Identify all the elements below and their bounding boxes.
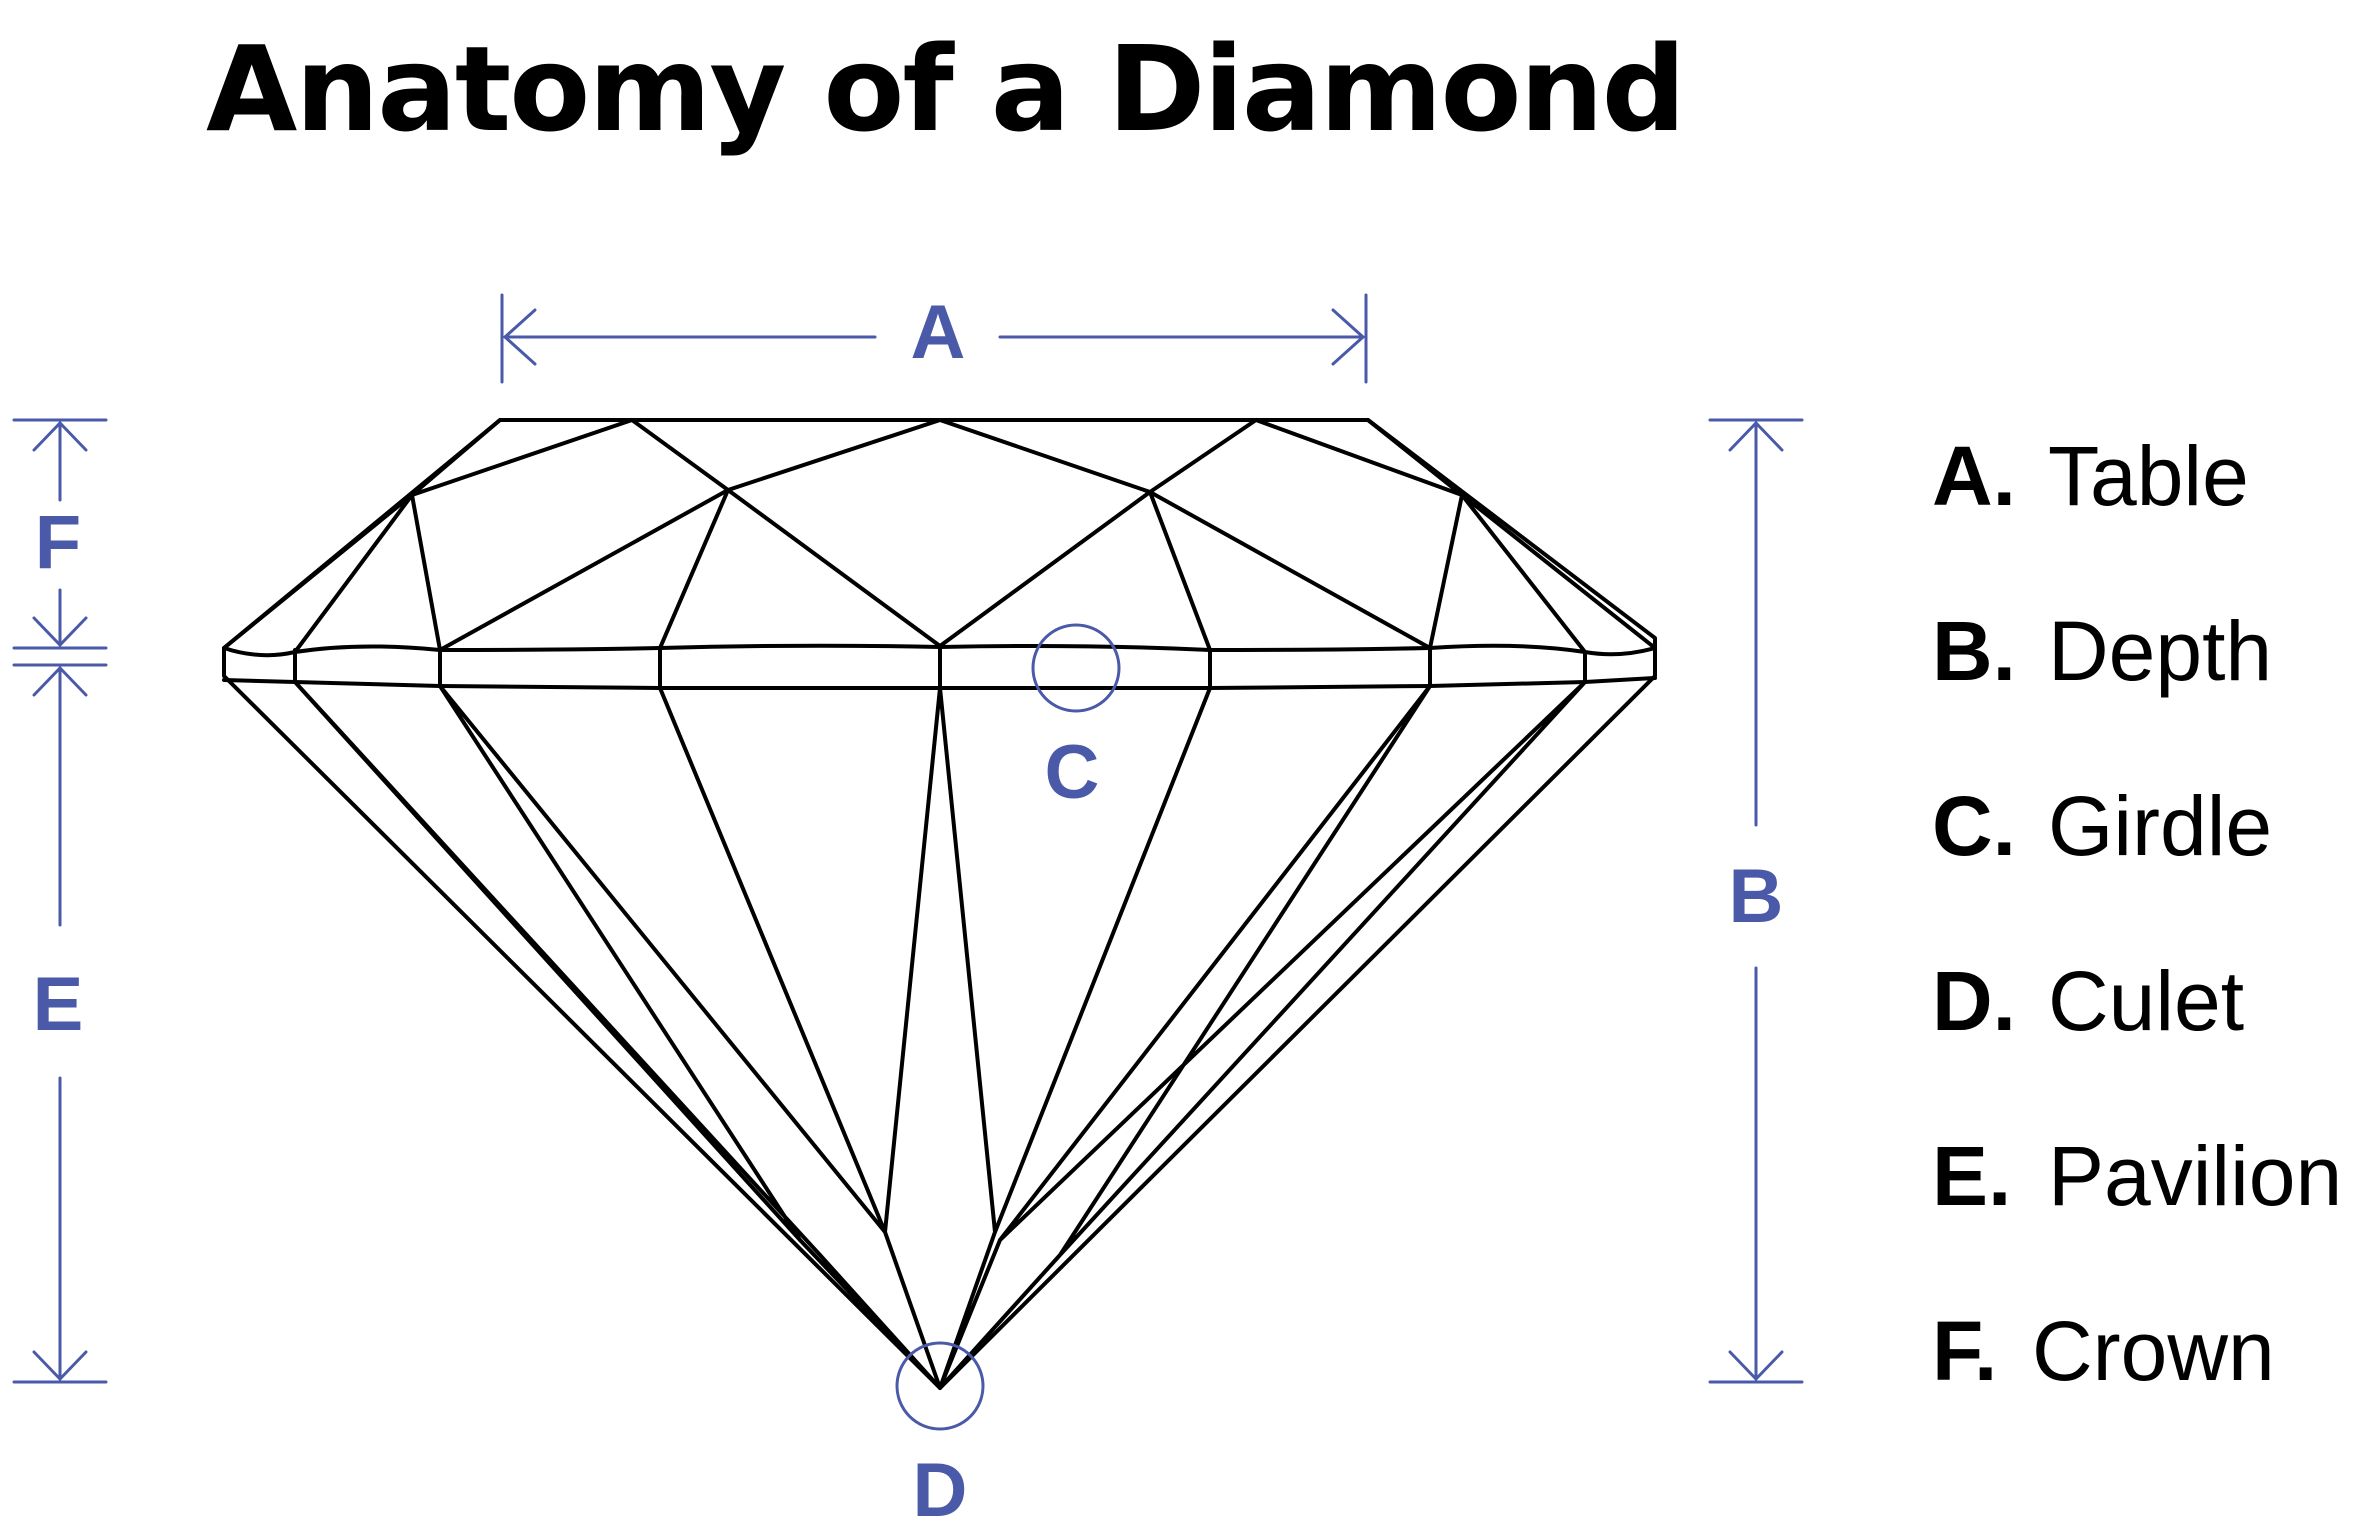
marker-c-girdle: C — [1031, 623, 1121, 815]
arrow-down-icon — [1728, 1350, 1784, 1381]
legend-item: C. Girdle — [1932, 779, 2272, 873]
crown-facets — [222, 418, 1657, 654]
legend-letter: F. — [1932, 1304, 1997, 1398]
legend-item: E. Pavilion — [1932, 1129, 2342, 1223]
arrow-up-icon — [32, 666, 88, 697]
legend-term: Pavilion — [2048, 1129, 2342, 1223]
label-b: B — [1729, 854, 1784, 939]
girdle-dividers — [293, 644, 1587, 690]
legend-item: B. Depth — [1932, 604, 2272, 698]
legend-letter: A. — [1932, 429, 2016, 523]
marker-d-culet: D — [895, 1341, 985, 1526]
legend-letter: D. — [1932, 954, 2016, 1048]
pavilion-facets — [293, 680, 1587, 1390]
arrow-up-icon — [32, 421, 88, 452]
label-a: A — [911, 290, 966, 375]
legend-item: F. Crown — [1932, 1304, 2275, 1398]
girdle-marker-circle — [1031, 623, 1121, 713]
legend-term: Culet — [2048, 954, 2244, 1048]
legend-term: Depth — [2048, 604, 2272, 698]
legend-term: Table — [2048, 429, 2249, 523]
legend-item: D. Culet — [1932, 954, 2244, 1048]
label-f: F — [35, 500, 81, 585]
arrow-up-icon — [1728, 421, 1784, 452]
crown-outline — [222, 418, 1657, 1390]
legend: A. Table B. Depth C. Girdle D. Culet E. … — [1932, 429, 2342, 1398]
arrow-down-icon — [32, 616, 88, 647]
legend-term: Girdle — [2048, 779, 2272, 873]
label-d: D — [913, 1448, 968, 1526]
dimension-f-crown: F — [12, 418, 108, 650]
diamond-outline — [222, 418, 1657, 1390]
label-c: C — [1045, 730, 1100, 815]
legend-letter: B. — [1932, 604, 2016, 698]
dimension-e-pavilion: E — [12, 663, 108, 1384]
legend-item: A. Table — [1932, 429, 2249, 523]
arrow-left-icon — [503, 308, 537, 366]
legend-term: Crown — [2032, 1304, 2275, 1398]
dimension-b-depth: B — [1708, 418, 1804, 1384]
legend-letter: C. — [1932, 779, 2016, 873]
label-e: E — [33, 962, 84, 1047]
culet-marker-circle — [895, 1341, 985, 1431]
arrow-down-icon — [32, 1350, 88, 1381]
arrow-right-icon — [1331, 308, 1365, 366]
dimension-a-table: A — [500, 290, 1368, 384]
page-title: Anatomy of a Diamond — [206, 20, 1684, 158]
legend-letter: E. — [1932, 1129, 2011, 1223]
